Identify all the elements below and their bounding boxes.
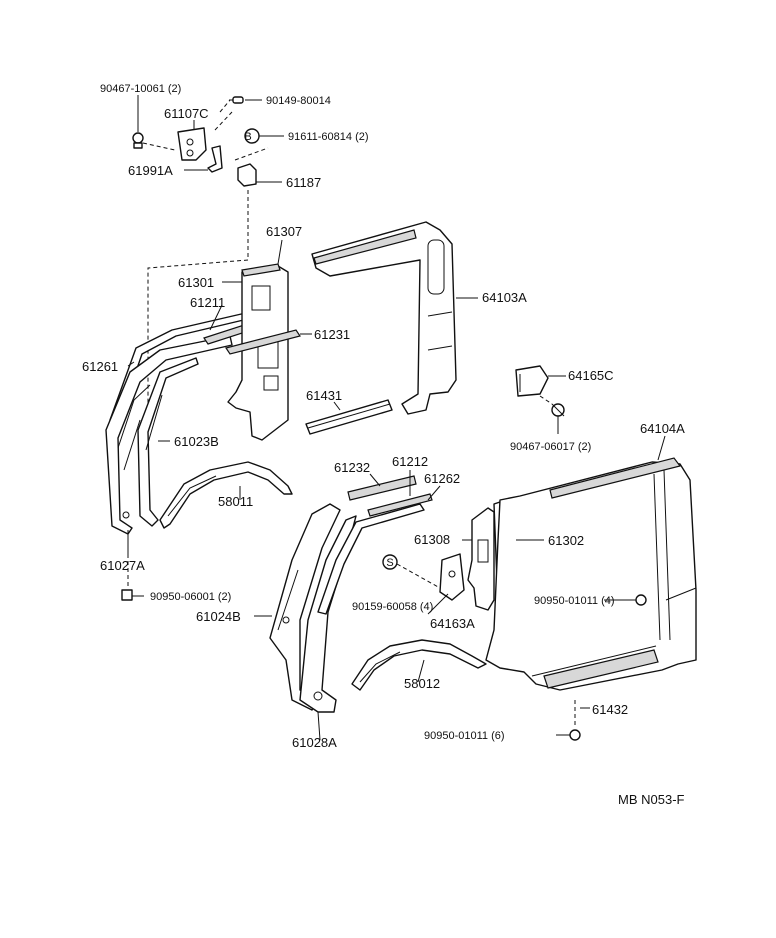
bracket-61187 xyxy=(237,163,257,187)
clip-90950-01011-6 xyxy=(569,729,581,741)
label-61301: 61301 xyxy=(178,275,214,290)
label-61432: 61432 xyxy=(592,702,628,717)
dash-connector xyxy=(234,147,269,161)
label-61308: 61308 xyxy=(414,532,450,547)
label-90950-06001: 90950-06001 (2) xyxy=(150,591,231,603)
label-61232: 61232 xyxy=(334,460,370,475)
hook-61991A xyxy=(207,145,223,173)
label-64104A: 64104A xyxy=(640,421,685,436)
dash-connector xyxy=(214,111,233,131)
pillar-61301 xyxy=(227,265,289,441)
label-61262: 61262 xyxy=(424,471,460,486)
label-61991A: 61991A xyxy=(128,163,173,178)
bolt-90467-06017 xyxy=(551,403,565,417)
strip-61212 xyxy=(367,493,433,517)
bracket-64165C xyxy=(515,365,549,397)
label-90149-80014: 90149-80014 xyxy=(266,95,331,107)
bolt-90467-10061 xyxy=(132,132,144,149)
label-61231: 61231 xyxy=(314,327,350,342)
clip-90950-06001 xyxy=(121,589,133,601)
strip-61432 xyxy=(543,649,659,689)
marker-s xyxy=(382,554,398,570)
label-61212: 61212 xyxy=(392,454,428,469)
top-61307 xyxy=(241,263,281,277)
label-64103A: 64103A xyxy=(482,290,527,305)
strip-61232 xyxy=(347,475,417,501)
label-64163A: 64163A xyxy=(430,616,475,631)
label-61187: 61187 xyxy=(286,175,321,190)
label-90467-06017: 90467-06017 (2) xyxy=(510,441,591,453)
rail-61262 xyxy=(317,503,425,615)
label-61024B: 61024B xyxy=(196,609,241,624)
label-61028A: 61028A xyxy=(292,735,337,750)
strip-61431 xyxy=(305,399,393,435)
label-61261: 61261 xyxy=(82,359,118,374)
marker-s-text: S xyxy=(386,557,393,569)
label-58012: 58012 xyxy=(404,676,440,691)
wheelhouse-58012 xyxy=(351,639,487,691)
wheelhouse-58011 xyxy=(159,461,293,529)
label-90467-10061: 90467-10061 (2) xyxy=(100,83,181,95)
dash-connector xyxy=(396,563,441,589)
panel-64104A xyxy=(485,457,697,691)
label-61107C: 61107C xyxy=(164,106,209,121)
bracket-61107C xyxy=(177,127,207,161)
dash-connector xyxy=(539,395,553,405)
label-64165C: 64165C xyxy=(568,368,614,383)
label-61027A: 61027A xyxy=(100,558,145,573)
leader-lines xyxy=(127,95,666,741)
pillar-61308 xyxy=(467,507,495,611)
label-61307: 61307 xyxy=(266,224,302,239)
inner-panel-61023B xyxy=(137,357,199,527)
marker-b-text: B xyxy=(244,131,251,143)
label-91611-60814: 91611-60814 (2) xyxy=(288,131,369,143)
dash-connector xyxy=(142,142,176,151)
panel-64103A xyxy=(311,221,457,415)
label-61023B: 61023B xyxy=(174,434,219,449)
panel-61024B xyxy=(269,503,341,711)
label-90159-60058: 90159-60058 (4) xyxy=(352,601,433,613)
label-61431: 61431 xyxy=(306,388,342,403)
bracket-64163A xyxy=(439,553,465,601)
diagram-code: MB N053-F xyxy=(618,792,685,807)
clip-90950-01011-4 xyxy=(635,594,647,606)
dash-connector xyxy=(219,99,231,113)
label-90950-01011-6: 90950-01011 (6) xyxy=(424,730,505,742)
label-58011: 58011 xyxy=(218,494,253,509)
bolt-90149-80014 xyxy=(229,96,244,104)
label-90950-01011-4: 90950-01011 (4) xyxy=(534,595,615,607)
label-61211: 61211 xyxy=(190,295,225,310)
label-61302: 61302 xyxy=(548,533,584,548)
strip-61231 xyxy=(225,329,301,355)
